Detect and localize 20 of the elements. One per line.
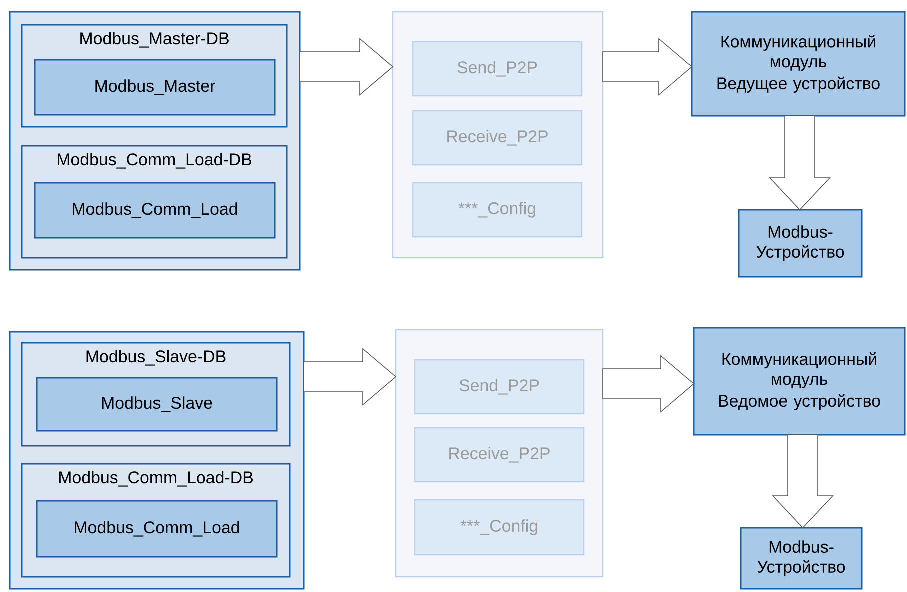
block-box: Modbus_Slave [36,377,278,432]
block-box: Modbus_Master [34,59,276,116]
block-arrow [769,116,831,211]
block-box: Modbus_Comm_Load [34,182,276,239]
module-box: Коммуникационный модуль Ведомое устройство [693,327,906,436]
instruction-box: Send_P2P [412,41,583,97]
instruction-box: Receive_P2P [414,427,585,483]
block-arrow [300,38,394,96]
instruction-box: ***_Config [412,182,583,238]
device-box: Modbus- Устройство [738,209,863,278]
block-arrow [304,348,397,406]
instruction-box: Send_P2P [414,359,585,415]
block-box: Modbus_Comm_Load [36,500,278,558]
block-arrow [772,434,834,529]
device-box: Modbus- Устройство [740,527,863,590]
instruction-box: Receive_P2P [412,110,583,166]
instruction-box: ***_Config [414,499,585,556]
module-box: Коммуникационный модуль Ведущее устройство [691,11,906,117]
block-arrow [602,38,693,96]
block-arrow [602,355,695,413]
